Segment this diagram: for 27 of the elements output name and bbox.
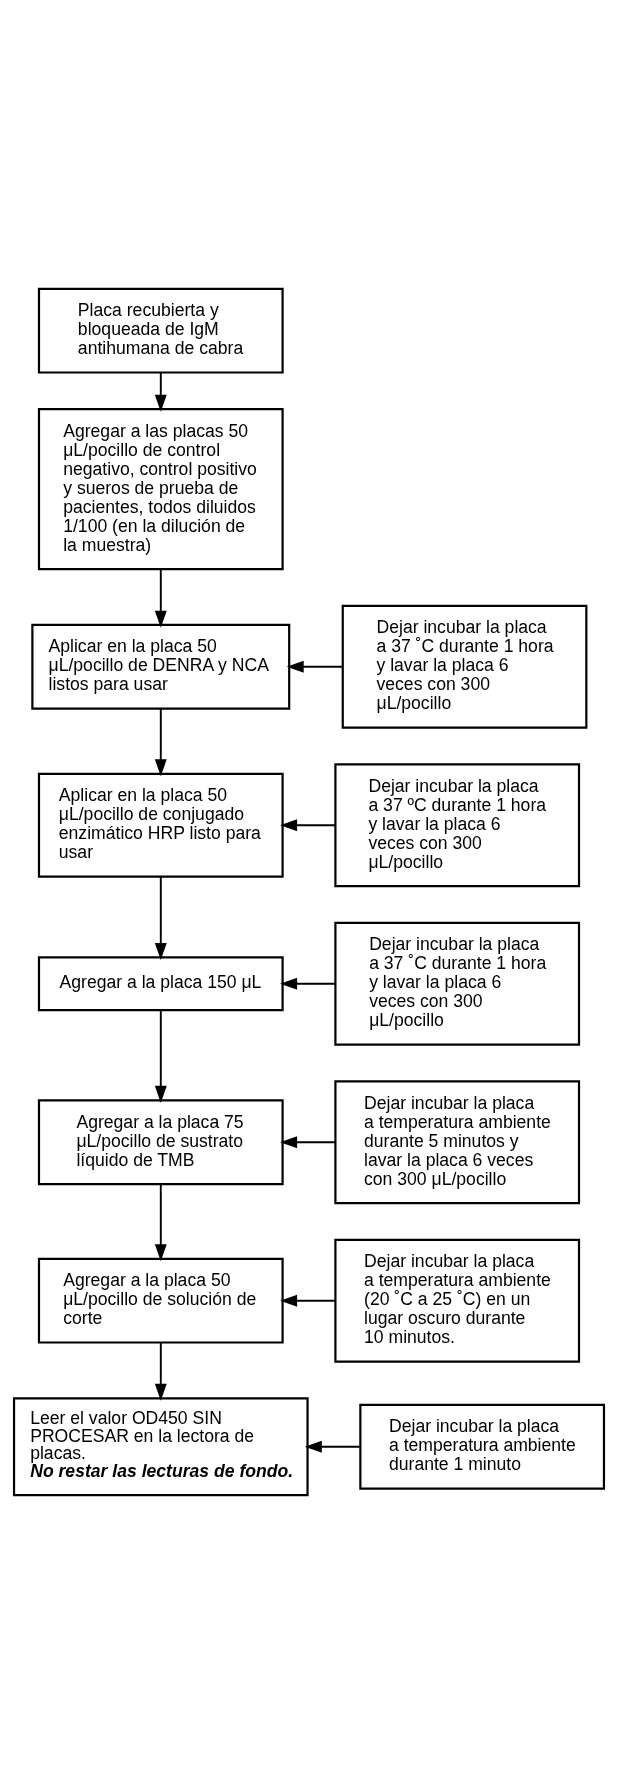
arrow <box>154 1008 167 1103</box>
arrow <box>280 1135 337 1148</box>
node-box: Dejar incubar la placa a temperatura ambiente durante 1 minuto <box>359 1403 606 1490</box>
node-box: Agregar a las placas 50 μL/pocillo de control negativo, control positivo y sueros de prueba de pacientes, todos diluidos 1/100 (en la dilución de la muestra) <box>37 407 284 570</box>
node-box: Leer el valor OD450 SIN PROCESAR en la lectora de placas. No restar las lecturas de fondo. <box>12 1396 309 1496</box>
arrow <box>280 1294 337 1307</box>
node-box: Agregar a la placa 150 μL <box>37 955 284 1011</box>
arrow <box>280 818 337 831</box>
node-box: Dejar incubar la placa a 37 ˚C durante 1 hora y lavar la placa 6 veces con 300 μL/pocillo <box>341 604 588 729</box>
arrow <box>154 1182 167 1261</box>
node-box: Aplicar en la placa 50 μL/pocillo de DENRA y NCA listos para usar <box>31 623 291 710</box>
node-box: Dejar incubar la placa a 37 ºC durante 1 hora y lavar la placa 6 veces con 300 μL/pocillo <box>334 762 581 887</box>
node-box: Dejar incubar la placa a temperatura ambiente (20 ˚C a 25 ˚C) en un lugar oscuro durante 10 minutos. <box>334 1238 581 1363</box>
node-box: Dejar incubar la placa a 37 ˚C durante 1 hora y lavar la placa 6 veces con 300 μL/pocillo <box>334 921 581 1046</box>
node-box: Dejar incubar la placa a temperatura ambiente durante 5 minutos y lavar la placa 6 veces con 300 μL/pocillo <box>334 1079 581 1204</box>
arrow <box>154 1341 167 1401</box>
arrow <box>154 875 167 960</box>
arrow <box>304 1440 362 1453</box>
arrow <box>280 977 337 990</box>
node-box: Agregar a la placa 50 μL/pocillo de solución de corte <box>37 1257 284 1344</box>
arrow <box>286 660 344 673</box>
arrow <box>154 567 167 628</box>
node-box: Agregar a la placa 75 μL/pocillo de sustrato líquido de TMB <box>37 1098 284 1185</box>
node-box: Aplicar en la placa 50 μL/pocillo de conjugado enzimático HRP listo para usar <box>37 772 284 878</box>
node-box: Placa recubierta y bloqueada de IgM antihumana de cabra <box>37 287 284 374</box>
arrow <box>154 371 167 412</box>
arrow <box>154 707 167 776</box>
